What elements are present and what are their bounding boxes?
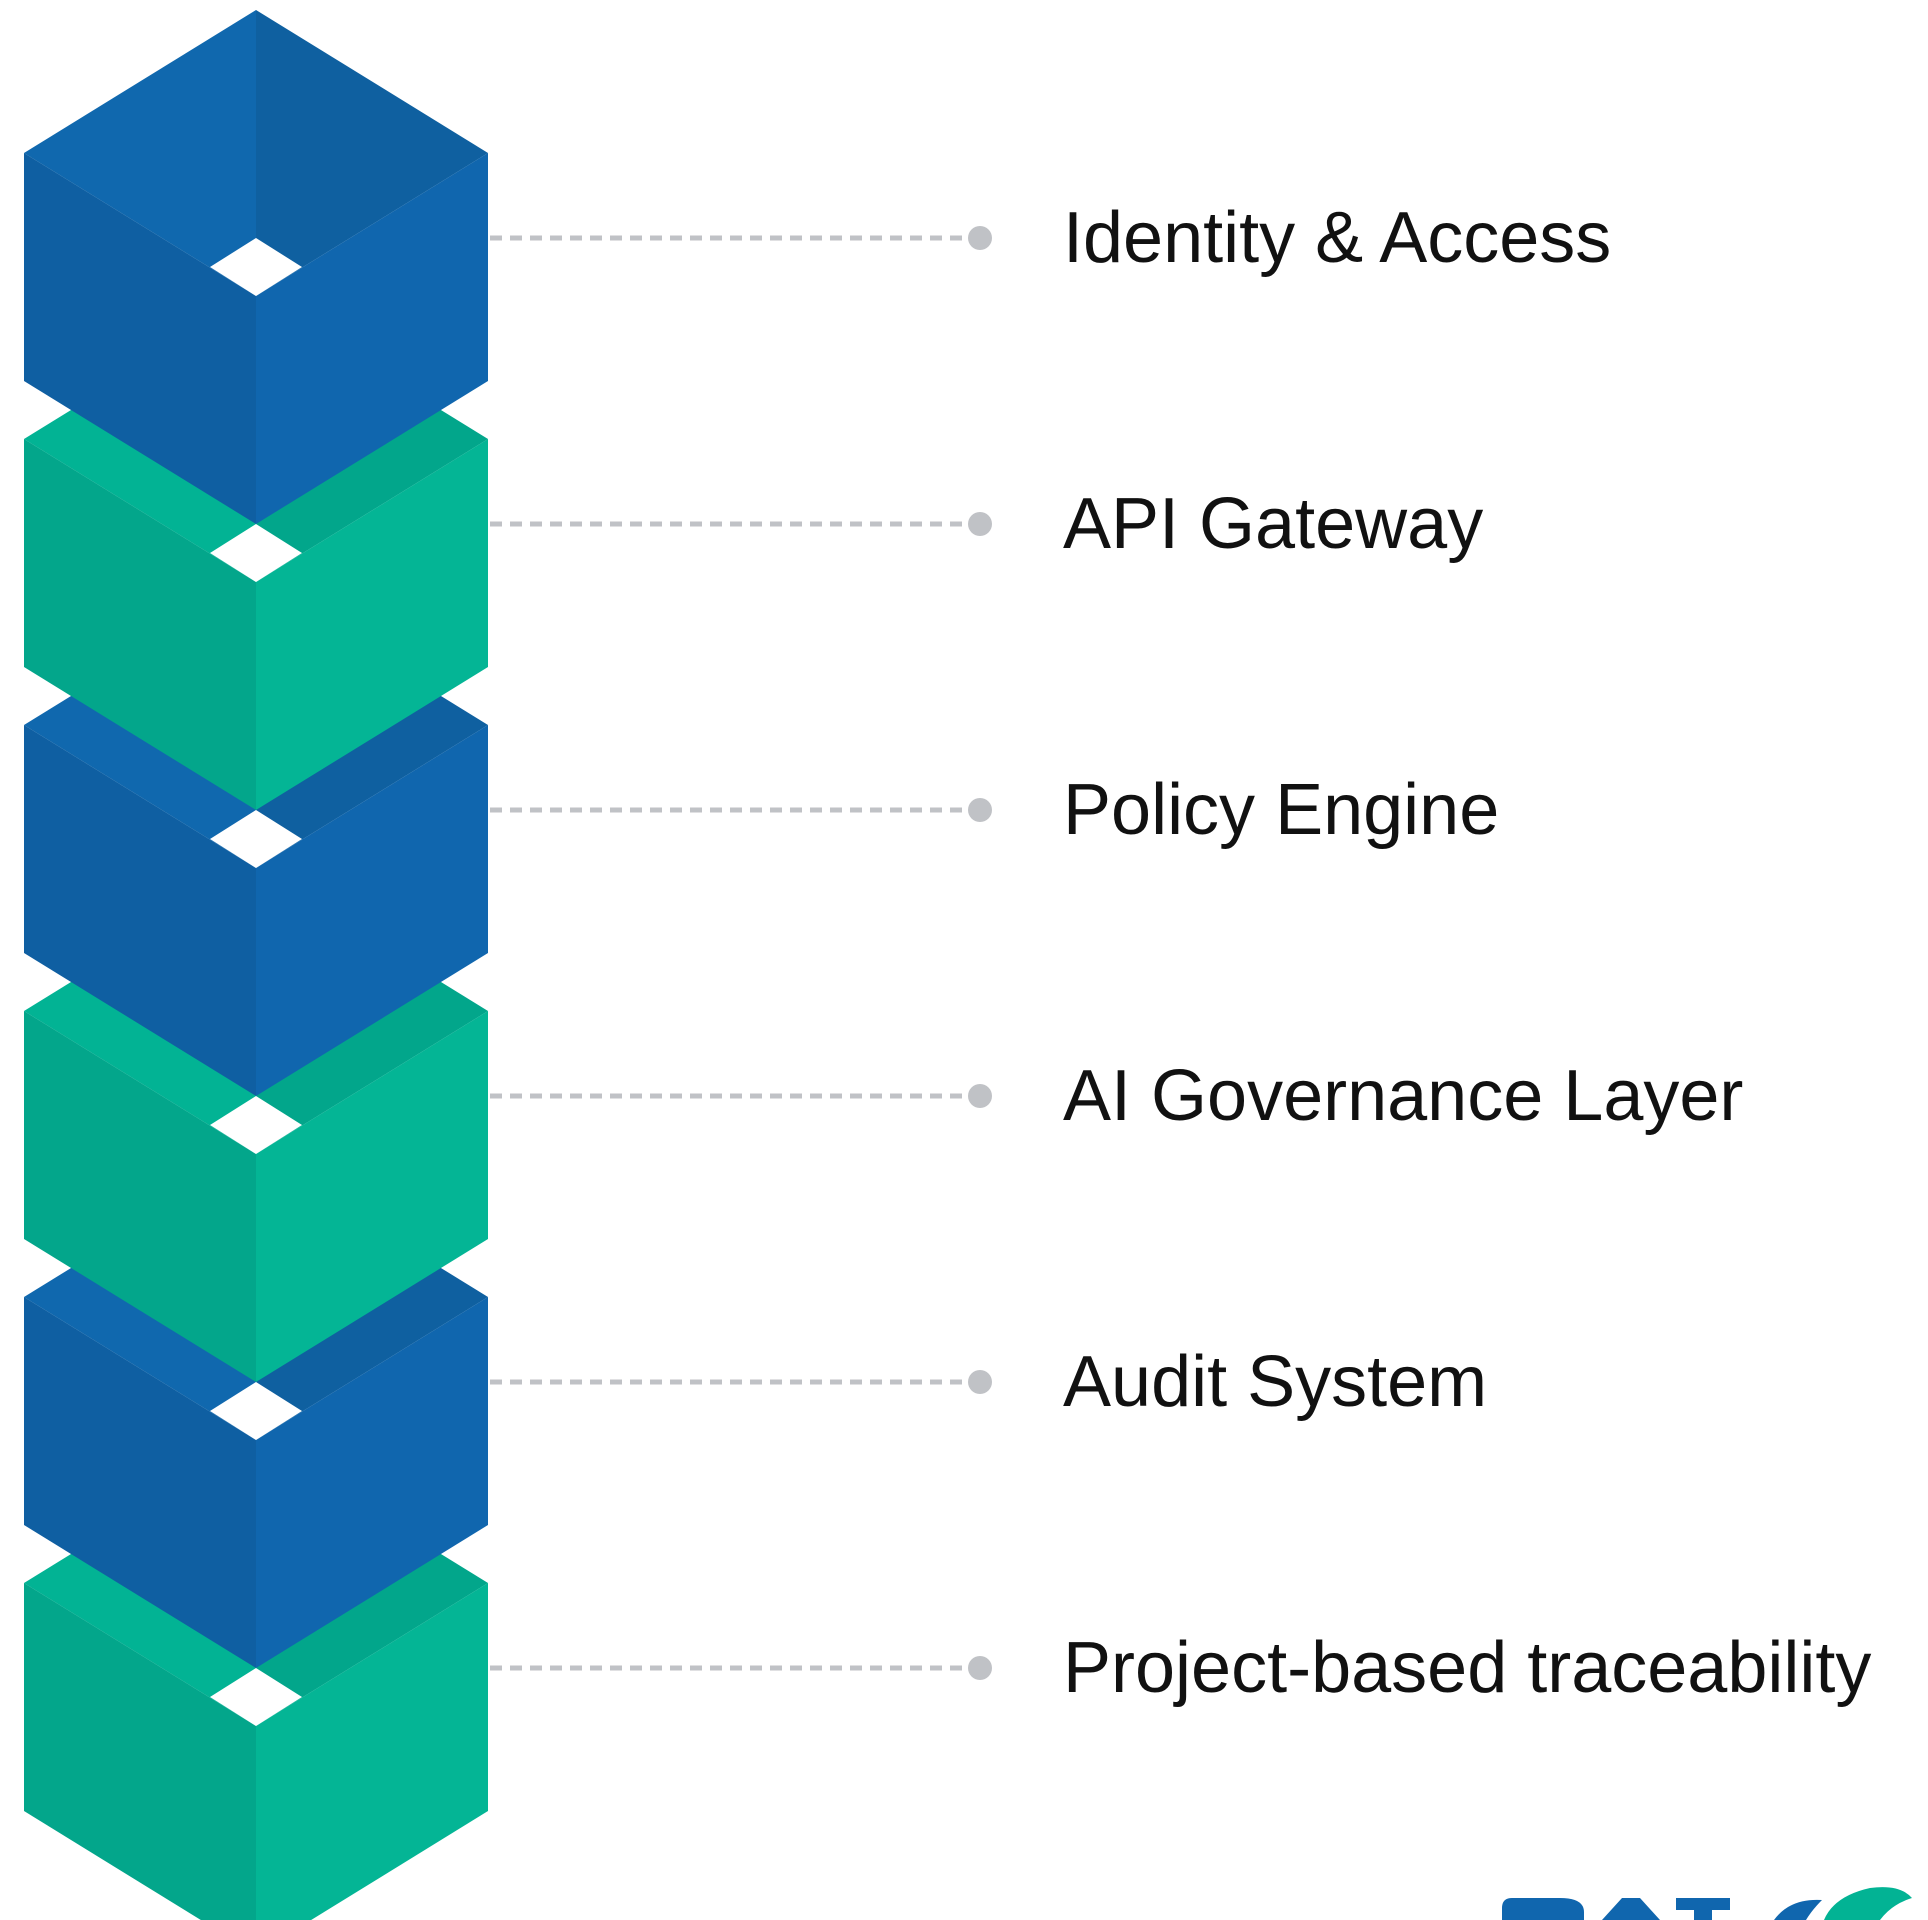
cube-front-left-face (24, 439, 256, 810)
logo-letters (1502, 1898, 1730, 1920)
cube-front-left-face (24, 153, 256, 524)
layer-label-audit-system: Audit System (1063, 1342, 1488, 1422)
layer-label-ai-governance: AI Governance Layer (1063, 1056, 1744, 1136)
connector-dot (968, 1656, 992, 1680)
cube-front-right-face (256, 439, 488, 810)
layer-label-api-gateway: API Gateway (1063, 484, 1484, 564)
cube-front-left-face (24, 1297, 256, 1668)
layer-label-policy-engine: Policy Engine (1063, 770, 1500, 850)
cube-front-right-face (256, 153, 488, 524)
connector-dot (968, 512, 992, 536)
cube-notch (210, 1668, 302, 1726)
cube-front-right-face (256, 1583, 488, 1920)
connector-dot (968, 1084, 992, 1108)
logo-leaf-icon (1824, 1887, 1912, 1920)
brand-logo (1502, 1887, 1912, 1920)
layer-label-project-traceability: Project-based traceability (1063, 1628, 1872, 1708)
layer-label-identity-access: Identity & Access (1063, 198, 1612, 278)
connector-dot (968, 226, 992, 250)
logo-mark-icon (1774, 1899, 1822, 1920)
connector-group (490, 226, 992, 1680)
cube-front-right-face (256, 1011, 488, 1382)
cube-front-left-face (24, 1583, 256, 1920)
cube-notch (210, 810, 302, 868)
cube-notch (210, 238, 302, 296)
cube-top-right-face (256, 10, 488, 296)
connector-dot (968, 1370, 992, 1394)
cube-front-left-face (24, 725, 256, 1096)
cube-notch (210, 1382, 302, 1440)
cube-1 (24, 10, 488, 524)
cube-top-left-face (24, 10, 256, 296)
cube-front-right-face (256, 1297, 488, 1668)
cube-front-left-face (24, 1011, 256, 1382)
connector-dot (968, 798, 992, 822)
cube-notch (210, 524, 302, 582)
cube-stack (24, 10, 488, 1920)
cube-front-right-face (256, 725, 488, 1096)
cube-notch (210, 1096, 302, 1154)
